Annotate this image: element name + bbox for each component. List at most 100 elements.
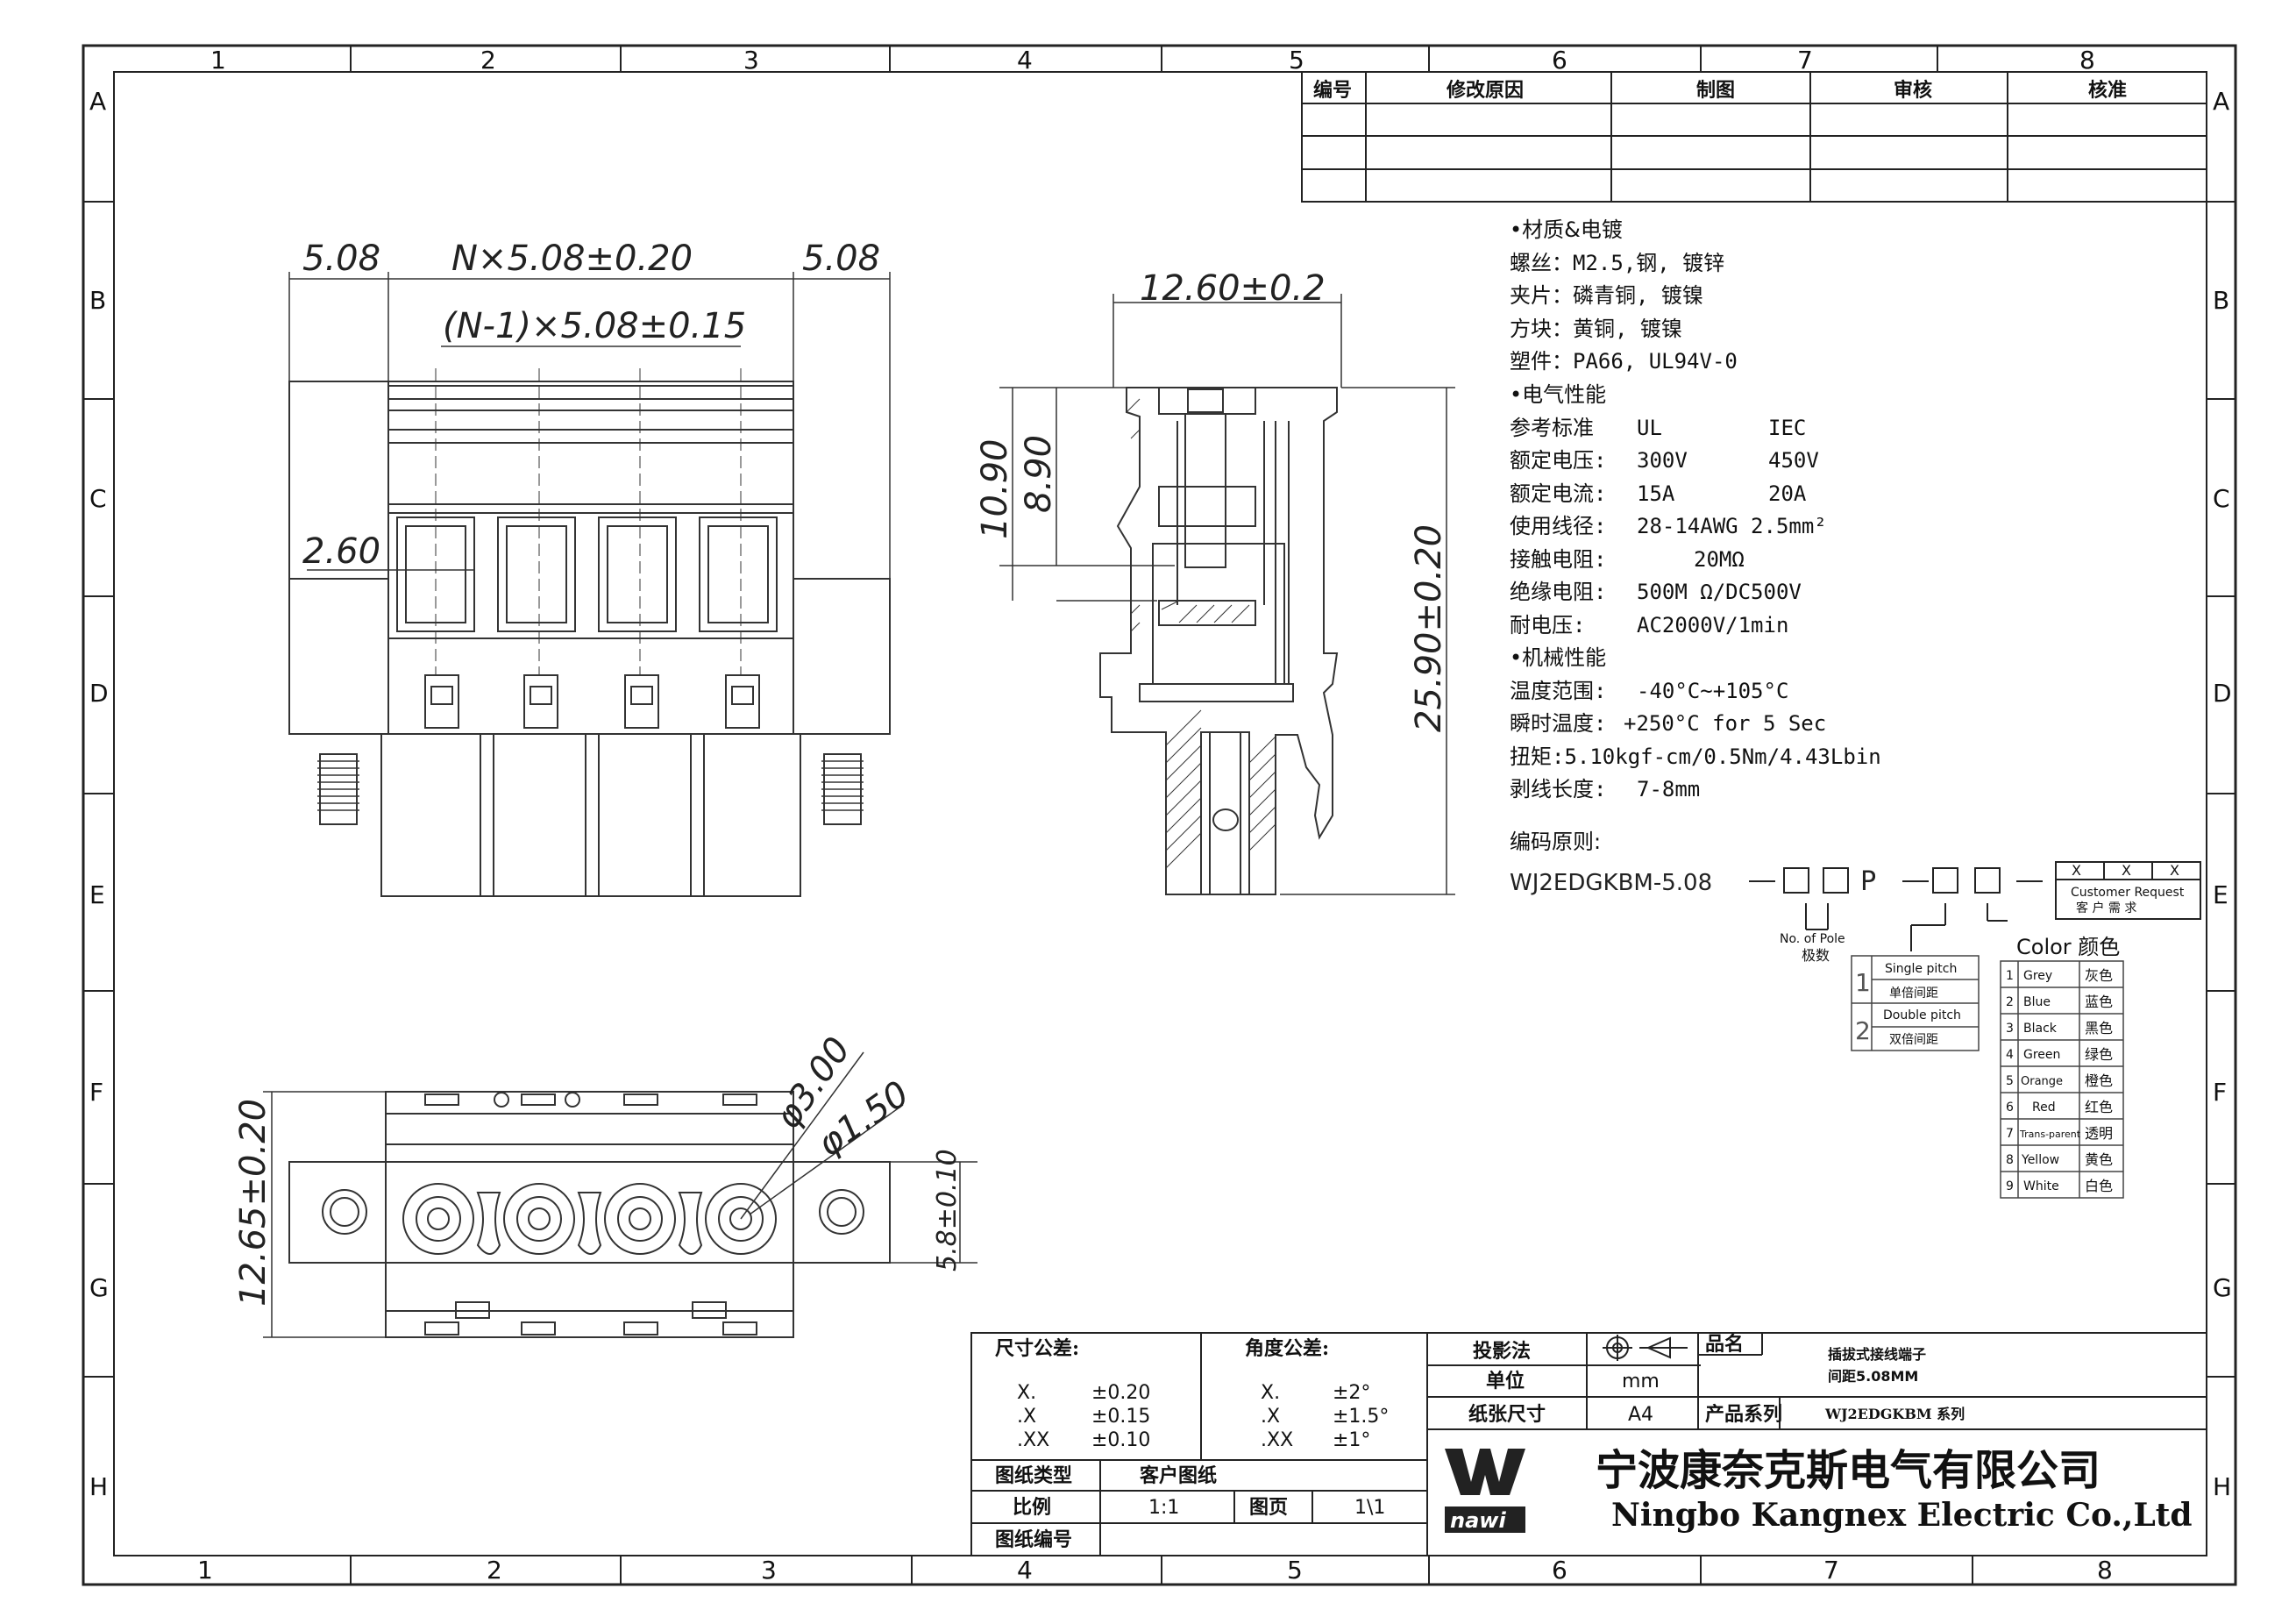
specifications: •材质&电镀 螺丝：M2.5,钢, 镀锌 夹片：磷青铜, 镀镍 方块：黄铜, 镀… xyxy=(1510,217,1881,801)
color-8-cn: 黄色 xyxy=(2085,1151,2113,1168)
tb-product-name-label: 品名 xyxy=(1705,1333,1744,1356)
zone-col-3-bottom: 3 xyxy=(761,1556,777,1585)
tb-angle-tol-k2: .X xyxy=(1261,1406,1280,1428)
zone-ticks xyxy=(83,46,2236,1585)
tb-drawing-no-label: 图纸编号 xyxy=(995,1528,1072,1551)
spec-torque: 扭矩:5.10kgf-cm/0.5Nm/4.43Lbin xyxy=(1510,744,1881,769)
zone-row-d: D xyxy=(89,679,109,708)
tb-series-label: 产品系列 xyxy=(1705,1403,1782,1426)
color-2-en: Blue xyxy=(2023,995,2051,1009)
coding-x-3: X xyxy=(2170,862,2179,879)
tb-page-label: 图页 xyxy=(1249,1496,1288,1519)
tb-series-value: WJ2EDGKBM 系列 xyxy=(1824,1406,1965,1422)
logo-mark-icon xyxy=(1445,1449,1525,1495)
spec-contact-res-value: 20MΩ xyxy=(1694,547,1745,572)
zone-labels-left: A B C D E F G H xyxy=(89,87,109,1501)
front-view xyxy=(288,272,891,897)
tb-size-tol-v1: ±0.20 xyxy=(1091,1382,1150,1404)
color-1-num: 1 xyxy=(2006,969,2014,983)
dim-front-inner: (N-1)×5.08±0.15 xyxy=(443,306,746,346)
coding-x-2: X xyxy=(2122,862,2131,879)
tb-angle-tol-v1: ±2° xyxy=(1333,1382,1370,1404)
dim-side-h1: 10.90 xyxy=(975,438,1015,539)
spec-voltage-label: 额定电压: xyxy=(1510,448,1606,473)
spec-current-label: 额定电流: xyxy=(1510,481,1606,506)
tb-angle-tol-label: 角度公差: xyxy=(1245,1337,1329,1360)
tb-size-tol-k3: .XX xyxy=(1017,1429,1049,1451)
company-name-en: Ningbo Kangnex Electric Co.,Ltd xyxy=(1611,1497,2193,1534)
color-4-num: 4 xyxy=(2006,1048,2014,1062)
color-6-cn: 红色 xyxy=(2085,1099,2113,1115)
color-2-num: 2 xyxy=(2006,995,2014,1009)
color-2-cn: 蓝色 xyxy=(2085,994,2113,1010)
color-6-en: Red xyxy=(2032,1100,2056,1115)
zone-row-c-right: C xyxy=(2213,484,2230,513)
zone-row-b: B xyxy=(89,286,106,315)
tb-paper-label: 纸张尺寸 xyxy=(1468,1403,1546,1426)
title-block: 尺寸公差: X. ±0.20 .X ±0.15 .XX ±0.10 角度公差: … xyxy=(970,1332,2207,1556)
pitch-2-en: Double pitch xyxy=(1883,1008,1961,1022)
color-title: Color 颜色 xyxy=(2016,935,2120,959)
company-logo: nawi xyxy=(1445,1449,1525,1533)
zone-col-6: 6 xyxy=(1552,46,1567,75)
bottom-view xyxy=(263,1051,977,1338)
dim-front-opening: 2.60 xyxy=(302,531,380,572)
spec-standard-label: 参考标准 xyxy=(1510,416,1594,440)
tb-size-tol-v3: ±0.10 xyxy=(1091,1429,1150,1451)
spec-standard-iec: IEC xyxy=(1768,416,1806,440)
zone-col-4: 4 xyxy=(1017,46,1033,75)
spec-withstand-label: 耐电压: xyxy=(1510,613,1585,637)
spec-standard-ul: UL xyxy=(1637,416,1662,440)
revision-header-no: 编号 xyxy=(1313,79,1352,102)
dim-side-width: 12.60±0.2 xyxy=(1140,268,1326,309)
revision-header-approved: 核准 xyxy=(2088,79,2127,102)
dim-front-left: 5.08 xyxy=(302,239,380,279)
spec-withstand-value: AC2000V/1min xyxy=(1637,613,1788,637)
color-7-cn: 透明 xyxy=(2085,1125,2113,1142)
zone-row-f: F xyxy=(89,1078,103,1107)
spec-wire-value: 28-14AWG 2.5mm² xyxy=(1637,514,1827,538)
spec-wire-label: 使用线径: xyxy=(1510,514,1606,538)
tb-page-value: 1\1 xyxy=(1354,1497,1385,1519)
spec-insulation-value: 500M Ω/DC500V xyxy=(1637,580,1802,604)
color-4-cn: 绿色 xyxy=(2085,1046,2113,1063)
spec-temp-value: -40°C~+105°C xyxy=(1637,679,1788,703)
zone-labels-bottom: 1 2 3 4 5 6 7 8 xyxy=(197,1556,2113,1585)
tb-product-name-2: 间距5.08MM xyxy=(1828,1368,1918,1385)
tb-paper-value: A4 xyxy=(1628,1404,1653,1426)
zone-row-e-right: E xyxy=(2213,880,2228,909)
color-8-num: 8 xyxy=(2006,1153,2014,1167)
zone-labels-top: 1 2 3 4 5 6 7 8 xyxy=(210,46,2095,75)
coding-pole-en: No. of Pole xyxy=(1780,932,1845,946)
coding-x-1: X xyxy=(2072,862,2081,879)
color-9-en: White xyxy=(2023,1179,2059,1193)
zone-col-1: 1 xyxy=(210,46,226,75)
dim-bottom-offset: 5.8±0.10 xyxy=(932,1149,963,1271)
tb-size-tol-k1: X. xyxy=(1017,1382,1036,1404)
zone-col-1-bottom: 1 xyxy=(197,1556,213,1585)
zone-col-3: 3 xyxy=(743,46,759,75)
zone-row-h: H xyxy=(89,1472,108,1501)
tb-angle-tol-v3: ±1° xyxy=(1333,1429,1370,1451)
dim-side-h2: 8.90 xyxy=(1019,435,1059,513)
dim-side-total: 25.90±0.20 xyxy=(1409,524,1449,732)
color-7-num: 7 xyxy=(2006,1127,2014,1141)
spec-voltage-ul: 300V xyxy=(1637,448,1688,473)
coding-p: P xyxy=(1860,866,1876,897)
tb-size-tol-k2: .X xyxy=(1017,1406,1036,1428)
tb-angle-tol-v2: ±1.5° xyxy=(1333,1406,1389,1428)
pitch-1-num: 1 xyxy=(1855,968,1871,997)
tb-drawing-type-value: 客户图纸 xyxy=(1140,1464,1217,1487)
spec-clamp: 夹片：磷青铜, 镀镍 xyxy=(1510,283,1703,308)
zone-row-b-right: B xyxy=(2213,286,2229,315)
tb-product-name-1: 插拔式接线端子 xyxy=(1828,1346,1926,1363)
color-1-en: Grey xyxy=(2023,969,2052,983)
pitch-1-cn: 单倍间距 xyxy=(1889,987,1938,1001)
spec-current-iec: 20A xyxy=(1768,481,1807,506)
color-5-cn: 橙色 xyxy=(2085,1072,2113,1089)
color-9-num: 9 xyxy=(2006,1179,2014,1193)
zone-row-a: A xyxy=(89,87,106,116)
spec-instant-temp-value: +250°C for 5 Sec xyxy=(1624,711,1826,736)
coding-pole-cn: 极数 xyxy=(1802,947,1830,964)
spec-screw: 螺丝：M2.5,钢, 镀锌 xyxy=(1510,251,1724,275)
